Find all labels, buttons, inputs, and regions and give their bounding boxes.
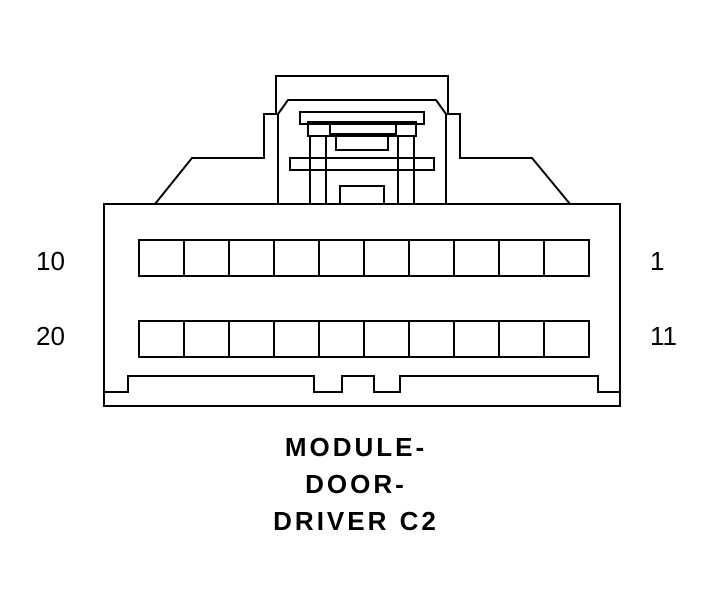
pin-row-top — [138, 239, 590, 277]
pin-label-top-right: 1 — [650, 246, 664, 276]
connector-body — [103, 203, 621, 407]
pin-row-bottom — [138, 320, 590, 358]
title-line-3: DRIVER C2 — [273, 506, 439, 536]
pin-label-bottom-left: 20 — [36, 321, 65, 351]
title-line-1: MODULE- — [285, 432, 427, 462]
pin-cavity — [543, 239, 590, 277]
title-line-2: DOOR- — [305, 469, 407, 499]
connector-latch — [154, 75, 571, 205]
connector-title: MODULE- DOOR- DRIVER C2 — [273, 432, 439, 536]
pin-cavity — [543, 320, 590, 358]
pin-label-top-left: 10 — [36, 246, 65, 276]
pin-label-bottom-right: 11 — [650, 321, 677, 351]
